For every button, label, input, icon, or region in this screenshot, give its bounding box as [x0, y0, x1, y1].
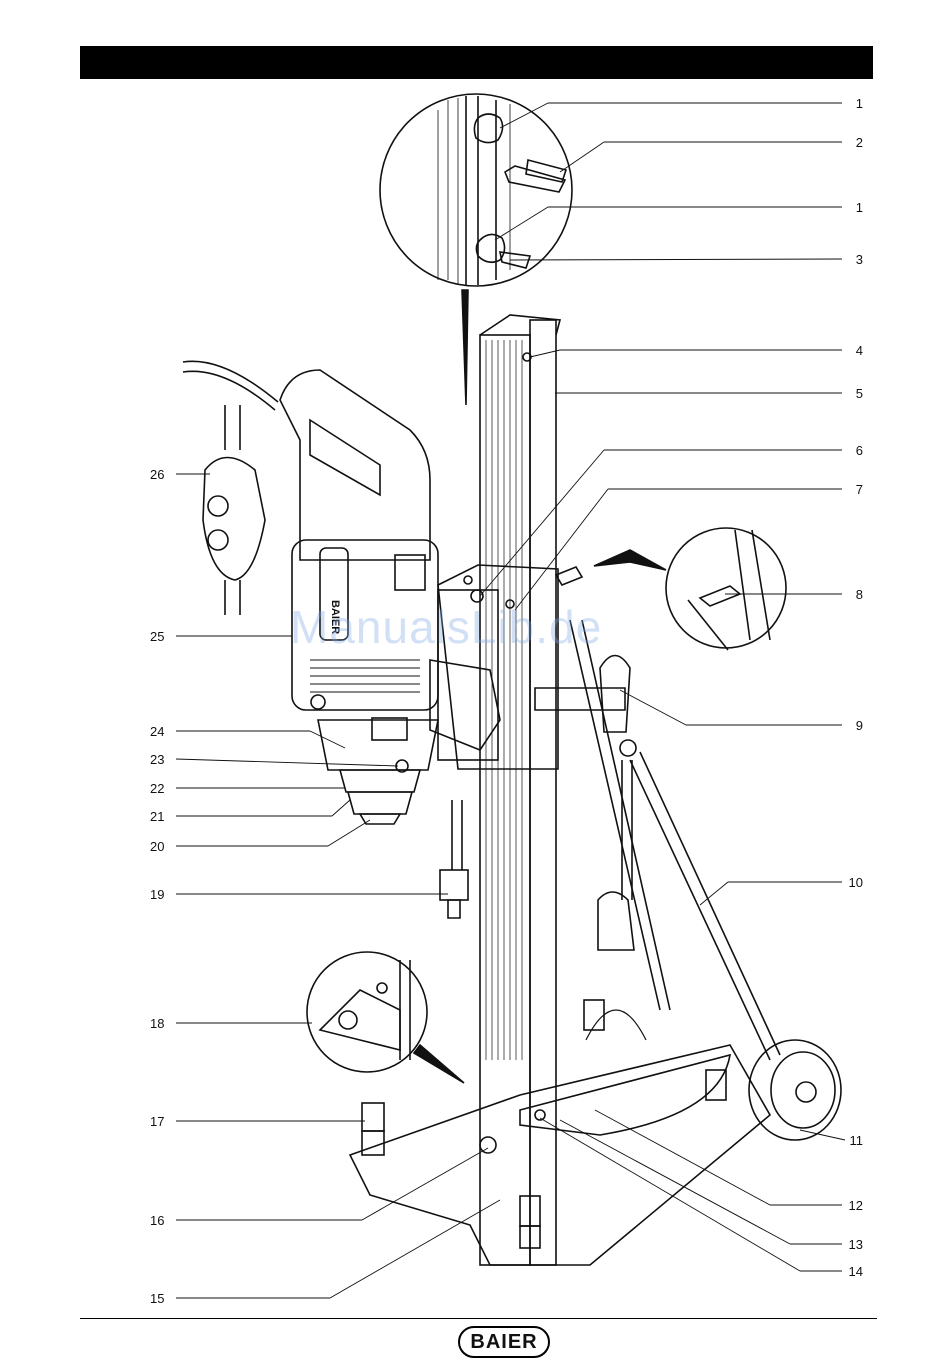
- pointer-8: [594, 550, 666, 570]
- callout-3: 3: [856, 252, 863, 267]
- pointer-top: [462, 290, 468, 405]
- callout-20: 20: [150, 839, 164, 854]
- callout-11: 11: [850, 1133, 864, 1148]
- callout-10: 10: [849, 875, 863, 890]
- detail-circle-8: [666, 528, 786, 650]
- watermark: ManualsLib.de: [290, 600, 602, 654]
- pointer-18: [414, 1045, 464, 1083]
- callout-6: 6: [856, 443, 863, 458]
- callout-5: 5: [856, 386, 863, 401]
- callout-7: 7: [856, 482, 863, 497]
- water-fitting: [440, 800, 468, 918]
- callout-1b: 1: [856, 200, 863, 215]
- base: [350, 1000, 770, 1265]
- callout-12: 12: [849, 1198, 863, 1213]
- callout-14: 14: [849, 1264, 863, 1279]
- callout-13: 13: [849, 1237, 863, 1252]
- callout-15: 15: [150, 1291, 164, 1306]
- detail-circle-top: [380, 94, 572, 286]
- pendant-switch: [203, 405, 265, 615]
- callout-8: 8: [856, 587, 863, 602]
- footer-rule: [80, 1318, 877, 1319]
- callout-4: 4: [856, 343, 863, 358]
- leader-lines: [176, 103, 845, 1298]
- callout-17: 17: [150, 1114, 164, 1129]
- feed-handle: [535, 620, 780, 1060]
- callout-2: 2: [856, 135, 863, 150]
- callout-16: 16: [150, 1213, 164, 1228]
- callout-26: 26: [150, 467, 164, 482]
- callout-25: 25: [150, 629, 164, 644]
- detail-circle-18: [307, 952, 427, 1072]
- callout-23: 23: [150, 752, 164, 767]
- callout-1a: 1: [856, 96, 863, 111]
- wheel: [749, 1040, 841, 1140]
- callout-24: 24: [150, 724, 164, 739]
- callout-18: 18: [150, 1016, 164, 1031]
- callout-22: 22: [150, 781, 164, 796]
- callout-19: 19: [150, 887, 164, 902]
- callout-21: 21: [150, 809, 164, 824]
- callout-9: 9: [856, 718, 863, 733]
- brand-logo: BAIER: [458, 1326, 550, 1358]
- drill-motor: [183, 361, 500, 824]
